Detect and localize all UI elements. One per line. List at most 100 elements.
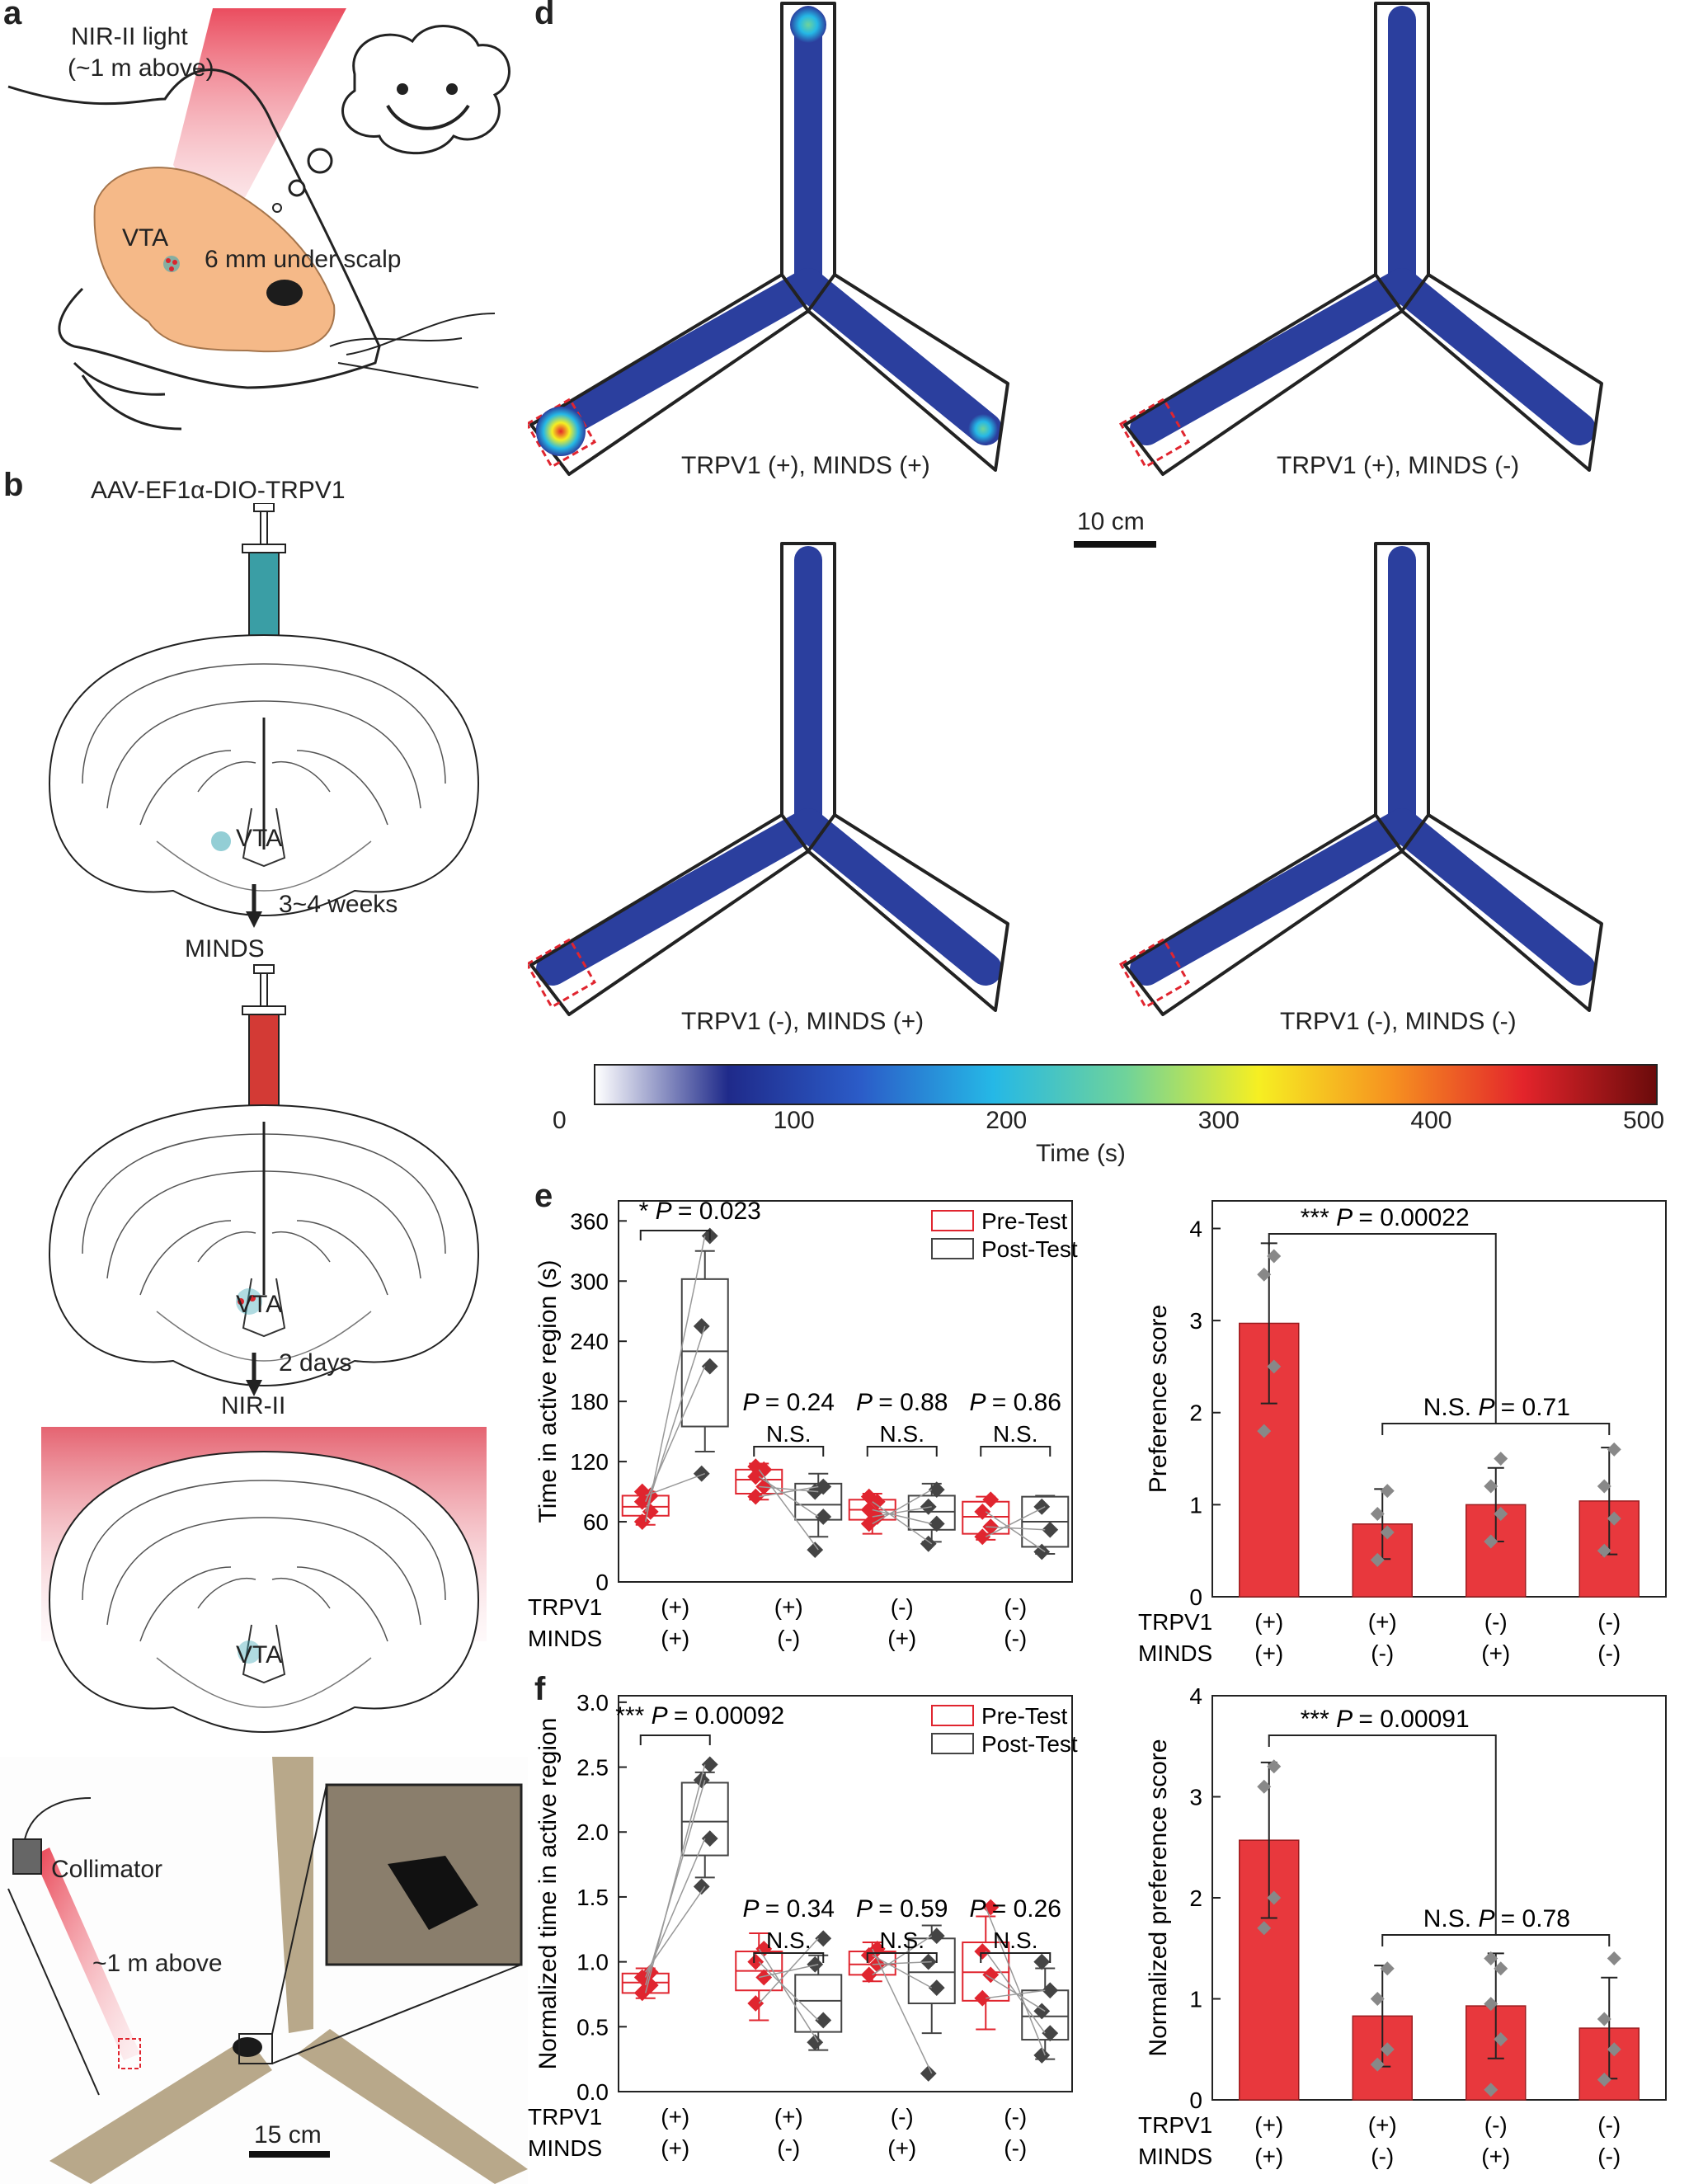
y-tick-label: 0.0 xyxy=(576,2079,609,2105)
p-value-label: * P = 0.023 xyxy=(639,1198,761,1225)
step-days: 2 days xyxy=(279,1349,352,1377)
legend-swatch-post xyxy=(931,1733,974,1754)
maze-center xyxy=(780,273,836,314)
row-label-trpv1: TRPV1 xyxy=(1138,2112,1212,2138)
data-point xyxy=(1042,1982,1059,1999)
p-value-label: P = 0.24 xyxy=(743,1389,835,1416)
plot-frame xyxy=(618,1200,1073,1583)
row-label-trpv1: TRPV1 xyxy=(1138,1609,1212,1635)
data-point xyxy=(920,2065,937,2082)
maze-label-2: TRPV1 (+), MINDS (-) xyxy=(1277,452,1520,479)
p-value-label: P = 0.86 xyxy=(970,1389,1061,1416)
pair-line xyxy=(758,1961,819,2021)
trail-left xyxy=(1130,808,1418,986)
data-point xyxy=(974,1989,991,2007)
pair-line xyxy=(759,1485,819,1498)
pair-line xyxy=(872,1960,932,1965)
legend-post: Post-Test xyxy=(981,1731,1078,1757)
data-point xyxy=(1033,1543,1051,1560)
box xyxy=(680,1782,729,1857)
mouse-eye xyxy=(266,280,303,306)
y-tick-label: 120 xyxy=(570,1449,609,1475)
data-point xyxy=(693,1465,710,1482)
maze-label-3: TRPV1 (-), MINDS (+) xyxy=(681,1008,924,1035)
hotspot-active xyxy=(536,407,586,456)
y-tick-label: 2.5 xyxy=(576,1755,609,1781)
trpv1-group-label: (-) xyxy=(1004,1594,1027,1620)
row-label-minds: MINDS xyxy=(528,2135,602,2161)
legend-swatch-pre xyxy=(931,1210,974,1231)
pair-line xyxy=(872,1509,932,1525)
significance-bracket xyxy=(753,1446,825,1457)
light-label-line2: (~1 m above) xyxy=(68,54,214,82)
minds-group-label: (+) xyxy=(661,2135,689,2161)
nir-ii-label: NIR-II xyxy=(221,1392,286,1419)
collimator-icon xyxy=(12,1838,42,1875)
minds-group-label: (-) xyxy=(1004,1626,1027,1651)
pair-line xyxy=(872,1506,932,1518)
y-tick-label: 0.5 xyxy=(576,2014,609,2040)
row-label-minds: MINDS xyxy=(1138,2144,1212,2169)
arrow-down-icon xyxy=(246,911,262,928)
trpv1-group-label: (+) xyxy=(1368,1609,1397,1635)
pair-line xyxy=(985,1506,1046,1537)
panel-label-d: d xyxy=(534,0,555,31)
ns-p-value-label: N.S. P = 0.71 xyxy=(1423,1394,1570,1421)
pair-line xyxy=(645,1366,706,1503)
colorbar-tick: 500 xyxy=(1623,1107,1665,1134)
pair-line xyxy=(758,1469,819,1551)
trpv1-group-label: (-) xyxy=(1597,2112,1621,2138)
minds-group-label: (-) xyxy=(1597,2144,1621,2169)
y-axis-label: Preference score xyxy=(1145,1305,1172,1493)
minds-group-label: (+) xyxy=(661,1626,689,1651)
row-label-trpv1: TRPV1 xyxy=(528,2104,602,2130)
active-region xyxy=(1118,937,1191,1010)
y-tick-label: 3 xyxy=(1189,1308,1202,1334)
maze-center xyxy=(780,813,836,854)
data-point xyxy=(974,1528,991,1546)
data-point xyxy=(982,1966,1000,1984)
y-tick-label: 60 xyxy=(583,1509,609,1535)
panel-label-b: b xyxy=(3,467,24,503)
arrow-down-icon xyxy=(246,1380,262,1396)
pair-line xyxy=(872,1948,933,2074)
smiley-eye-left xyxy=(397,83,408,95)
y-tick-label: 4 xyxy=(1189,1683,1202,1709)
maze-center xyxy=(1374,813,1430,854)
pair-line xyxy=(985,1951,1046,2034)
trpv1-group-label: (+) xyxy=(661,2104,689,2130)
ns-label: N.S. xyxy=(766,1927,811,1953)
pair-line xyxy=(872,1955,933,1989)
minds-label: MINDS xyxy=(185,935,265,963)
ns-label: N.S. xyxy=(880,1927,924,1953)
pair-line xyxy=(645,1325,706,1513)
hotspot-top xyxy=(790,7,826,43)
y-tick-label: 360 xyxy=(570,1208,609,1234)
data-point xyxy=(747,1995,765,2012)
pair-line xyxy=(872,1489,933,1525)
significance-bracket xyxy=(753,1952,825,1963)
maze-arm-left xyxy=(49,2037,272,2184)
trail-right xyxy=(792,268,1002,445)
mouse-illustration xyxy=(7,8,510,431)
data-point xyxy=(807,1542,824,1558)
ns-bracket xyxy=(1381,1423,1611,1435)
minds-group-label: (-) xyxy=(1597,1640,1621,1666)
pair-line xyxy=(645,1236,706,1523)
p-value-label: P = 0.59 xyxy=(856,1895,948,1923)
pair-line xyxy=(645,1838,706,1978)
step-weeks: 3~4 weeks xyxy=(279,891,398,918)
scale-label-c: 15 cm xyxy=(254,2121,322,2149)
plot-frame xyxy=(618,1695,1073,2092)
y-tick-label: 240 xyxy=(570,1329,609,1354)
trpv1-group-label: (+) xyxy=(1254,1609,1283,1635)
p-value-label: *** P = 0.00022 xyxy=(1301,1204,1470,1231)
y-tick-label: 0 xyxy=(1189,1584,1202,1610)
minds-group-label: (-) xyxy=(777,2135,800,2161)
trpv1-group-label: (+) xyxy=(1368,2112,1397,2138)
data-point xyxy=(1257,1424,1272,1438)
